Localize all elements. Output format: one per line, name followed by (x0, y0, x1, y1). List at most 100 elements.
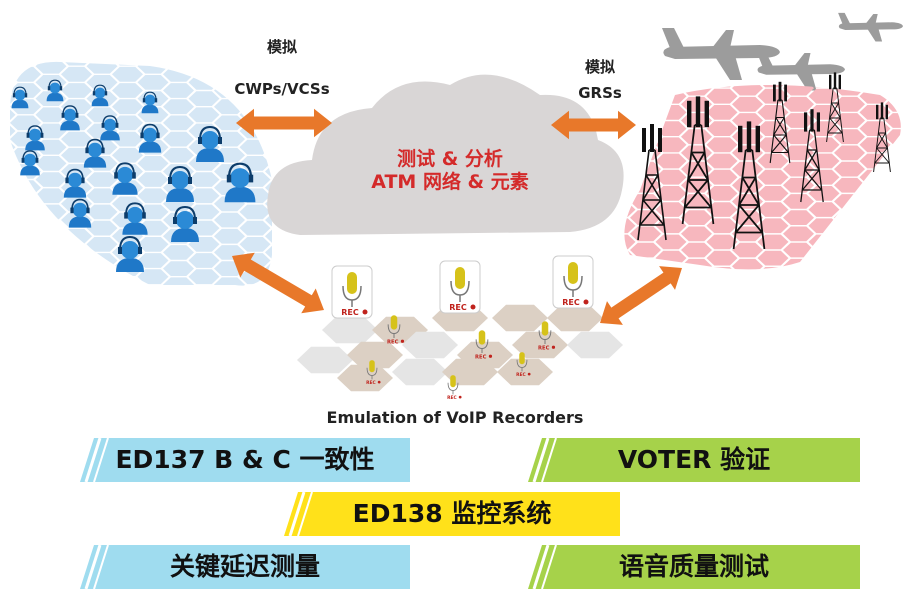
hex-cell (492, 304, 548, 332)
hex-cell (188, 269, 220, 285)
hex-cell (567, 331, 623, 359)
hex-cell (35, 237, 67, 252)
hex-cell (706, 186, 738, 201)
hex-cell (630, 226, 661, 242)
cloud-title-line1: 测试 & 分析 (397, 148, 503, 170)
hex-cell (834, 226, 865, 242)
hex-cell (189, 43, 220, 58)
rec-label: REC (562, 298, 580, 307)
hex-cell (138, 43, 169, 58)
hex-cell (35, 285, 67, 286)
hex-cell (655, 105, 687, 120)
hex-cell (392, 358, 448, 386)
hex-cell (188, 204, 220, 220)
banner-voter-text: VOTER 验证 (617, 445, 771, 474)
hex-cell (137, 75, 169, 90)
rec-label: REC (447, 395, 457, 401)
headset-operator-icon (100, 115, 120, 141)
hex-cell (239, 204, 271, 220)
hex-cell (61, 164, 92, 179)
hex-cell (239, 220, 271, 236)
hex-cell (783, 210, 814, 225)
hex-cell (35, 107, 67, 123)
microphone-icon: REC (331, 265, 373, 319)
hex-cell (630, 242, 661, 258)
double-arrow-icon (551, 110, 636, 140)
headset-operator-icon (46, 79, 64, 102)
radio-tower-icon (681, 96, 715, 225)
hex-cell (86, 237, 118, 252)
hex-cell (86, 269, 118, 285)
hex-cell (86, 172, 118, 187)
hex-cell (859, 202, 891, 217)
hex-cell (630, 194, 661, 209)
hex-cell (137, 237, 169, 252)
banner-latency: 关键延迟测量 (80, 545, 410, 589)
hex-cell (10, 156, 16, 171)
hex-cell (655, 186, 687, 201)
hex-cell (239, 61, 271, 74)
hex-cell (188, 91, 220, 106)
hex-cell (214, 212, 245, 228)
hex-cell (10, 212, 41, 228)
hex-cell (808, 218, 840, 234)
hex-cell (61, 61, 92, 66)
hex-cell (757, 234, 789, 250)
hex-cell (808, 267, 840, 270)
hex-cell (706, 88, 738, 104)
hex-cell (757, 250, 789, 266)
hex-cell (10, 228, 41, 244)
hex-cell (624, 250, 636, 266)
hex-cell (35, 253, 67, 268)
hex-cell (732, 226, 763, 242)
hex-cell (859, 88, 891, 104)
hex-cell (808, 88, 840, 104)
rec-label: REC (516, 372, 526, 378)
hex-cell (163, 277, 194, 286)
hex-cell (757, 202, 789, 217)
hex-cell (834, 96, 865, 112)
hex-cell (885, 113, 901, 128)
hex-cell (885, 258, 901, 270)
hex-cell (137, 188, 169, 204)
hex-cell (239, 285, 271, 286)
hex-cell (137, 253, 169, 268)
hex-cell (885, 226, 901, 242)
hex-cell (10, 253, 16, 268)
hex-cell (86, 220, 118, 236)
hex-cell (10, 237, 16, 252)
hex-cell (86, 285, 118, 286)
hex-cell (757, 105, 789, 120)
hex-cell (35, 188, 67, 204)
hex-cell (783, 96, 814, 112)
hex-cell (706, 250, 738, 266)
hex-cell (137, 156, 169, 171)
hex-cell (885, 210, 901, 225)
banner-ed138-text: ED138 监控系统 (352, 499, 552, 528)
hex-cell (10, 172, 16, 187)
headset-operator-icon (138, 123, 162, 153)
hex-cell (783, 113, 814, 128)
hex-cell (732, 96, 763, 112)
hex-cell (163, 261, 194, 276)
hex-cell (163, 61, 194, 66)
hex-cell (512, 331, 568, 359)
connection-arrows (232, 108, 682, 325)
hex-cell (681, 210, 712, 225)
hex-cell (706, 121, 738, 136)
hex-cell (10, 188, 16, 204)
hex-cell (706, 234, 738, 250)
hex-cell (783, 226, 814, 242)
banner-voter: VOTER 验证 (528, 438, 860, 482)
recorders-caption: Emulation of VoIP Recorders (326, 408, 584, 427)
hex-cell (859, 85, 891, 88)
hex-cell (112, 115, 143, 131)
radio-tower-icon (800, 109, 824, 203)
microphone-icon: REC (447, 375, 462, 401)
hex-cell (163, 66, 194, 82)
hex-cell (10, 277, 41, 286)
hex-cell (859, 169, 891, 185)
radio-tower-group (637, 72, 891, 250)
hex-cell (112, 131, 143, 147)
